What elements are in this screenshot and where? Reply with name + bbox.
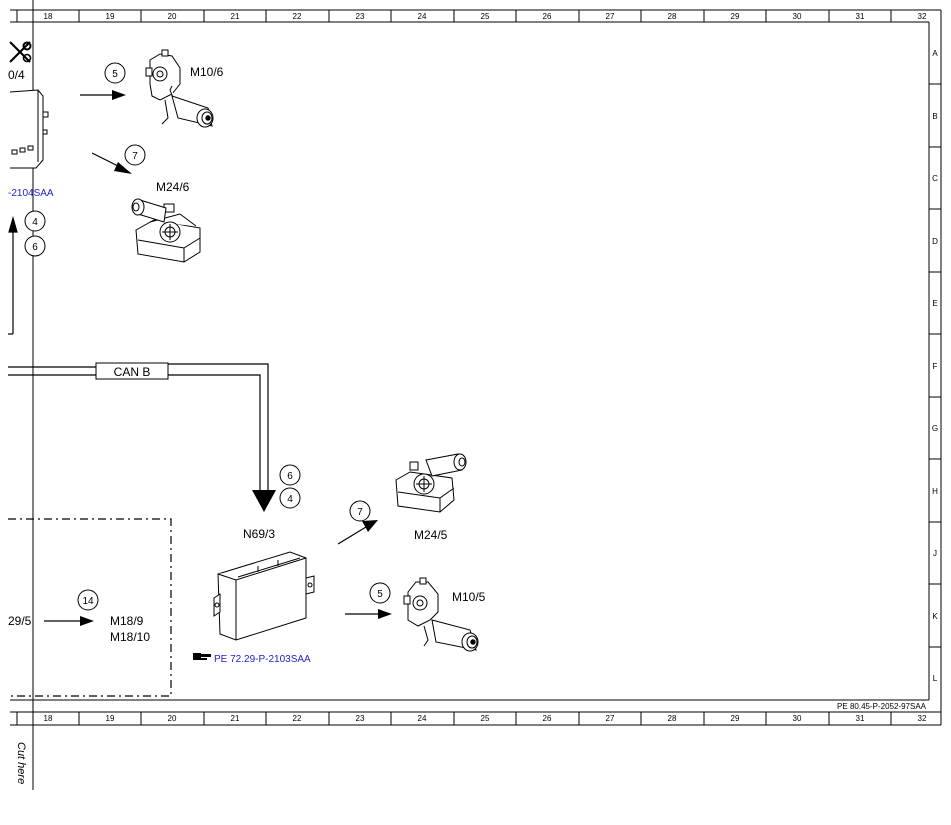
- column-number: 25: [481, 714, 490, 723]
- sunroof-motor-m24-5-icon: [395, 453, 467, 513]
- left-signal-arrow: [8, 215, 18, 335]
- component-label-fragment: 0/4: [8, 68, 25, 82]
- component-label: M10/6: [190, 65, 224, 79]
- row-letter: J: [933, 549, 937, 558]
- column-number: 29: [731, 12, 740, 21]
- window-motor-m10-6-icon: [145, 49, 214, 128]
- column-number: 18: [44, 714, 53, 723]
- arrow-to-m10-6: [80, 90, 126, 100]
- scissors-icon: [9, 41, 32, 63]
- row-letter: B: [932, 112, 937, 121]
- can-bus-arrowhead: [252, 490, 276, 512]
- column-number: 26: [543, 12, 552, 21]
- callout-circle: 7: [349, 500, 371, 522]
- reference-link[interactable]: PE 72.29-P-2103SAA: [214, 654, 311, 665]
- right-ruler: A B C D E F G H J K L: [929, 49, 941, 683]
- cut-here-label: Cut here: [15, 742, 27, 784]
- row-letter: F: [933, 362, 938, 371]
- callout-circle: 4: [24, 210, 46, 232]
- svg-text:7: 7: [132, 151, 138, 162]
- column-number: 30: [793, 12, 802, 21]
- row-letter: D: [932, 237, 938, 246]
- arrow-to-m24-5: [337, 520, 378, 545]
- column-number: 31: [856, 714, 865, 723]
- column-number: 21: [231, 12, 240, 21]
- row-letter: E: [932, 299, 937, 308]
- column-number: 20: [168, 12, 177, 21]
- column-number: 25: [481, 12, 490, 21]
- column-number: 21: [231, 714, 240, 723]
- callout-circle: 6: [279, 464, 301, 486]
- column-number: 23: [356, 12, 365, 21]
- column-number: 29: [731, 714, 740, 723]
- component-label: N69/3: [243, 527, 275, 541]
- svg-text:4: 4: [32, 217, 38, 228]
- column-number: 18: [44, 12, 53, 21]
- svg-text:6: 6: [287, 471, 293, 482]
- column-number: 32: [918, 714, 927, 723]
- component-label-fragment: 29/5: [8, 614, 32, 628]
- row-letter: G: [932, 424, 938, 433]
- column-number: 22: [293, 714, 302, 723]
- reference-hand-icon: [193, 653, 211, 660]
- row-letter: C: [932, 174, 938, 183]
- window-motor-m10-5-icon: [403, 577, 479, 652]
- column-number: 27: [606, 714, 615, 723]
- arrow-to-m24-6: [91, 152, 132, 174]
- svg-text:4: 4: [287, 494, 293, 505]
- sheet-id-label: PE 80.45-P-2052-97SAA: [837, 702, 927, 711]
- component-label: M24/5: [414, 528, 448, 542]
- svg-text:7: 7: [357, 507, 363, 518]
- callout-circle: 6: [24, 235, 46, 257]
- column-number: 26: [543, 714, 552, 723]
- column-number: 20: [168, 714, 177, 723]
- component-label: M24/6: [156, 180, 190, 194]
- row-letter: A: [932, 49, 938, 58]
- can-b-bus-label-box: CAN B: [95, 362, 169, 380]
- callout-circle: 14: [77, 589, 99, 611]
- reference-link-fragment[interactable]: -2104SAA: [8, 188, 54, 199]
- column-number: 24: [418, 714, 427, 723]
- sheet-frame: [10, 9, 942, 726]
- dashed-group-box: [8, 518, 172, 697]
- bottom-ruler: 18 19 20 21 22 23 24 25 26 27 28 29 30 3…: [16, 712, 927, 725]
- top-ruler: 18 19 20 21 22 23 24 25 26 27 28 29 30 3…: [16, 10, 927, 22]
- svg-text:14: 14: [82, 596, 94, 607]
- column-number: 27: [606, 12, 615, 21]
- row-letter: L: [933, 674, 938, 683]
- arrow-to-m18: [44, 616, 94, 626]
- column-number: 30: [793, 714, 802, 723]
- column-number: 28: [668, 714, 677, 723]
- callout-circle: 4: [279, 487, 301, 509]
- svg-text:5: 5: [377, 589, 383, 600]
- door-control-unit-n69-3-icon: [213, 551, 315, 641]
- component-label: M18/10: [110, 630, 150, 644]
- row-letter: H: [932, 487, 938, 496]
- callout-circle: 7: [124, 144, 146, 166]
- arrow-to-m10-5: [345, 609, 392, 619]
- callout-circle: 5: [104, 62, 126, 84]
- column-number: 31: [856, 12, 865, 21]
- column-number: 23: [356, 714, 365, 723]
- column-number: 19: [106, 714, 115, 723]
- callout-circle: 5: [369, 582, 391, 604]
- svg-text:CAN B: CAN B: [114, 365, 151, 379]
- control-unit-partial-drawing: [9, 89, 49, 169]
- column-number: 28: [668, 12, 677, 21]
- column-number: 22: [293, 12, 302, 21]
- svg-text:6: 6: [32, 242, 38, 253]
- component-label: M10/5: [452, 590, 486, 604]
- column-number: 24: [418, 12, 427, 21]
- row-letter: K: [932, 612, 938, 621]
- svg-text:5: 5: [112, 69, 118, 80]
- column-number: 19: [106, 12, 115, 21]
- column-number: 32: [918, 12, 927, 21]
- component-label: M18/9: [110, 614, 144, 628]
- can-bus-lines: [8, 363, 269, 490]
- sunroof-motor-m24-6-icon: [131, 198, 201, 263]
